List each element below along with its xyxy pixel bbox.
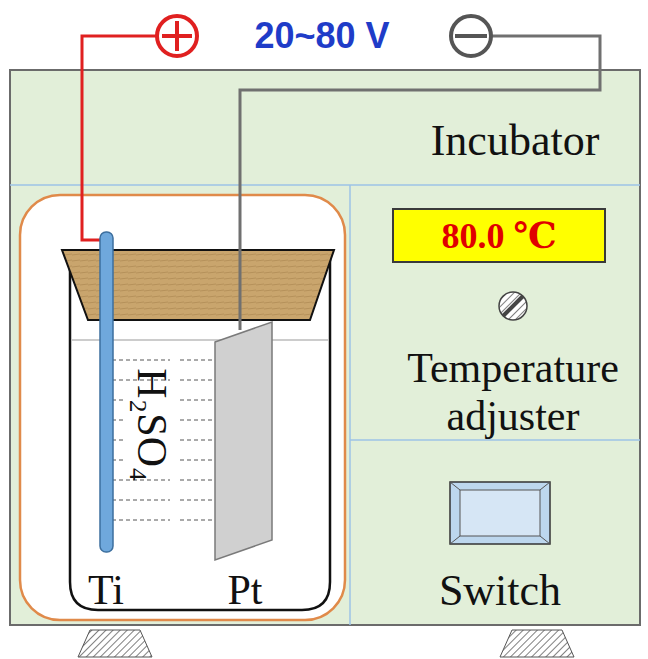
platinum-plate: [215, 322, 272, 560]
foot: [500, 630, 574, 657]
divider: [350, 439, 640, 441]
positive-terminal: [157, 16, 197, 56]
foot: [78, 630, 152, 657]
display-text: 80.0 ℃: [441, 214, 556, 257]
voltage-label: 20~80 V: [197, 15, 447, 57]
divider: [349, 185, 351, 625]
negative-terminal: [451, 16, 491, 56]
temperature-knob: [499, 292, 527, 320]
temperature-display: 80.0 ℃: [392, 208, 606, 263]
switch-label: Switch: [400, 565, 600, 616]
cathode-wire: [240, 36, 600, 330]
titanium-rod: [100, 232, 113, 552]
electrode-label: Pt: [215, 566, 275, 614]
switch-symbol: [450, 482, 550, 544]
electrode-label: Ti: [76, 566, 136, 614]
divider: [10, 184, 640, 186]
adjuster-label: Temperature adjuster: [378, 344, 648, 440]
bath: [20, 195, 345, 620]
anode-wire: [82, 36, 156, 240]
incubator-label: Incubator: [395, 115, 635, 166]
electrolyte-label: H₂SO₄: [128, 340, 176, 510]
